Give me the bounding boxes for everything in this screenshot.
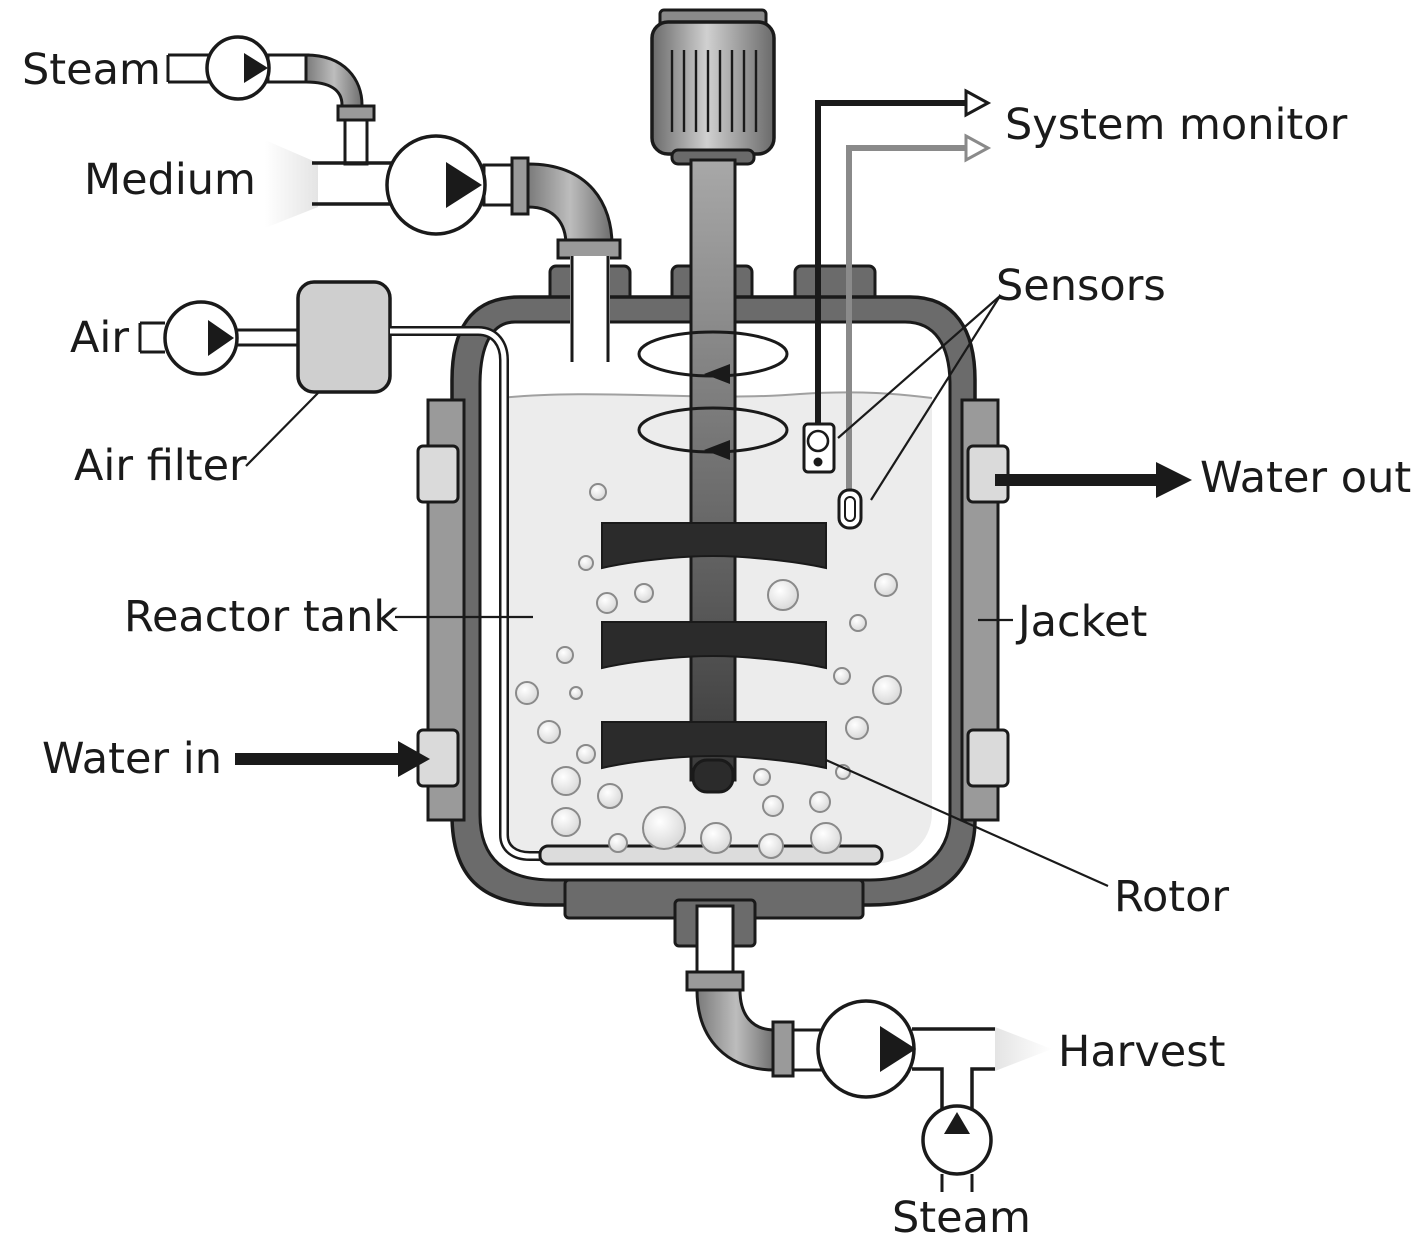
- steam-inlet-top: [166, 35, 376, 166]
- leader-lines: [245, 295, 1109, 888]
- medium-inlet: [265, 134, 622, 260]
- label-water-out: Water out: [1200, 453, 1411, 503]
- steam-inlet-bottom: [921, 1104, 993, 1192]
- label-harvest: Harvest: [1058, 1027, 1226, 1077]
- label-air-filter: Air filter: [74, 441, 247, 491]
- air-bubbles: [515, 483, 902, 859]
- leader-air-filter: [245, 392, 319, 467]
- leader-sensor-2: [870, 295, 1001, 501]
- harvest-outlet: [685, 904, 1052, 1110]
- medium-dip-pipe: [570, 256, 610, 362]
- rotation-arrows-icon: [637, 330, 789, 460]
- system-monitor-lines: [815, 88, 992, 496]
- labels: Steam Medium Air Air filter Reactor tank…: [22, 45, 1411, 1243]
- motor-icon: [650, 8, 776, 166]
- label-reactor-tank: Reactor tank: [124, 592, 398, 642]
- sensor-probe-1-icon: [802, 422, 836, 474]
- water-in-arrow-icon: [235, 741, 430, 777]
- air-pump-icon: [163, 300, 239, 376]
- label-rotor: Rotor: [1114, 872, 1229, 922]
- air-inlet: [138, 300, 300, 376]
- sensor-probe-2-icon: [837, 488, 863, 530]
- medium-pump-icon: [385, 134, 487, 236]
- shaft: [689, 158, 737, 794]
- air-filter: [296, 280, 392, 394]
- label-system-monitor: System monitor: [1005, 100, 1348, 150]
- water-out-arrow-icon: [995, 462, 1192, 498]
- label-water-in: Water in: [42, 734, 222, 784]
- label-jacket: Jacket: [1015, 597, 1147, 647]
- leader-sensor-1: [837, 295, 1001, 439]
- label-air: Air: [70, 313, 129, 363]
- label-steam-bottom: Steam: [892, 1193, 1031, 1243]
- rotor: [601, 522, 827, 770]
- steam-pump-top-icon: [205, 35, 271, 101]
- label-steam-top: Steam: [22, 45, 161, 95]
- harvest-pump-icon: [816, 999, 916, 1099]
- leader-rotor: [825, 758, 1109, 888]
- sparger-line: [390, 326, 884, 866]
- steam-pump-bottom-icon: [921, 1104, 993, 1176]
- label-medium: Medium: [84, 155, 256, 205]
- label-sensors: Sensors: [996, 261, 1166, 311]
